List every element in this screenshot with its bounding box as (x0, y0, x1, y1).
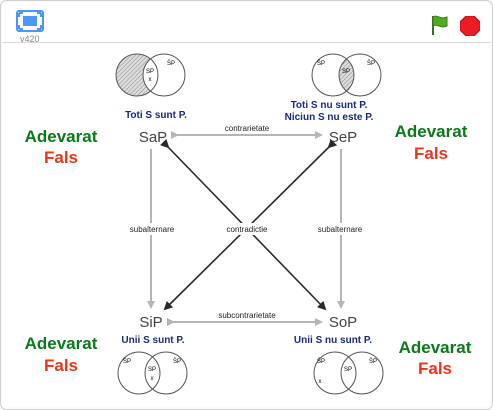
false-label-sop[interactable]: Fals (418, 359, 452, 378)
true-label-sop[interactable]: Adevarat (399, 338, 472, 357)
venn-sap-x-mark: x (149, 77, 152, 83)
venn-sep-right-label: S̄P (367, 60, 375, 67)
venn-sap-right-label: S̄P (167, 60, 175, 67)
venn-diagram-sop: S̄P x SP S̄P (313, 351, 384, 395)
false-label-sip[interactable]: Fals (44, 356, 78, 375)
venn-sop-middle-label: SP (344, 367, 352, 373)
version-label: v420 (20, 34, 40, 44)
false-label-sep[interactable]: Fals (414, 144, 448, 163)
stop-sign-icon[interactable] (459, 15, 481, 37)
fullscreen-icon[interactable] (16, 10, 44, 34)
green-flag-icon[interactable] (430, 14, 450, 36)
code-sap: SaP (139, 129, 167, 146)
code-sip: SiP (139, 314, 162, 331)
statement-sep-line2: Niciun S nu este P. (285, 112, 374, 123)
venn-diagram-sap: SP x S̄P (115, 53, 186, 97)
venn-diagram-sip: S̄P SP x S̄P (117, 351, 188, 395)
venn-sop-left-label: S̄P (317, 358, 325, 365)
stage-canvas[interactable]: SP x S̄P S̄P SP S̄P S̄P SP x S̄P (3, 43, 489, 407)
statement-sip: Unii S sunt P. (121, 335, 184, 346)
true-label-sep[interactable]: Adevarat (395, 122, 468, 141)
venn-sip-middle-label: SP (148, 367, 156, 373)
venn-sop-right-label: S̄P (369, 358, 377, 365)
venn-diagram-sep: S̄P SP S̄P (311, 53, 382, 97)
venn-sep-left-label: S̄P (317, 60, 325, 67)
venn-sip-right-label: S̄P (173, 358, 181, 365)
true-label-sip[interactable]: Adevarat (25, 334, 98, 353)
player-toolbar: v420 (2, 2, 491, 44)
venn-sip-x-mark: x (151, 376, 154, 382)
statement-sop: Unii S nu sunt P. (294, 335, 372, 346)
code-sep: SeP (329, 129, 357, 146)
true-label-sap[interactable]: Adevarat (25, 127, 98, 146)
contradiction-label-bg (219, 223, 275, 235)
venn-sip-left-label: S̄P (123, 358, 131, 365)
statement-sap: Toti S sunt P. (125, 110, 187, 121)
false-label-sap[interactable]: Fals (44, 148, 78, 167)
statement-sep-line1: Toti S nu sunt P. (291, 100, 368, 111)
code-sop: SoP (329, 314, 357, 331)
contrariety-label: contrarietate (225, 124, 270, 133)
subalternation-left-label: subalternare (130, 225, 175, 234)
venn-sop-x-mark: x (319, 379, 322, 385)
contradiction-label: contradictie (227, 225, 268, 234)
venn-sep-middle-label: SP (342, 69, 350, 75)
venn-sap-middle-label: SP (146, 69, 154, 75)
subcontrariety-label: subcontrarietate (218, 311, 276, 320)
subalternation-right-label: subalternare (318, 225, 363, 234)
